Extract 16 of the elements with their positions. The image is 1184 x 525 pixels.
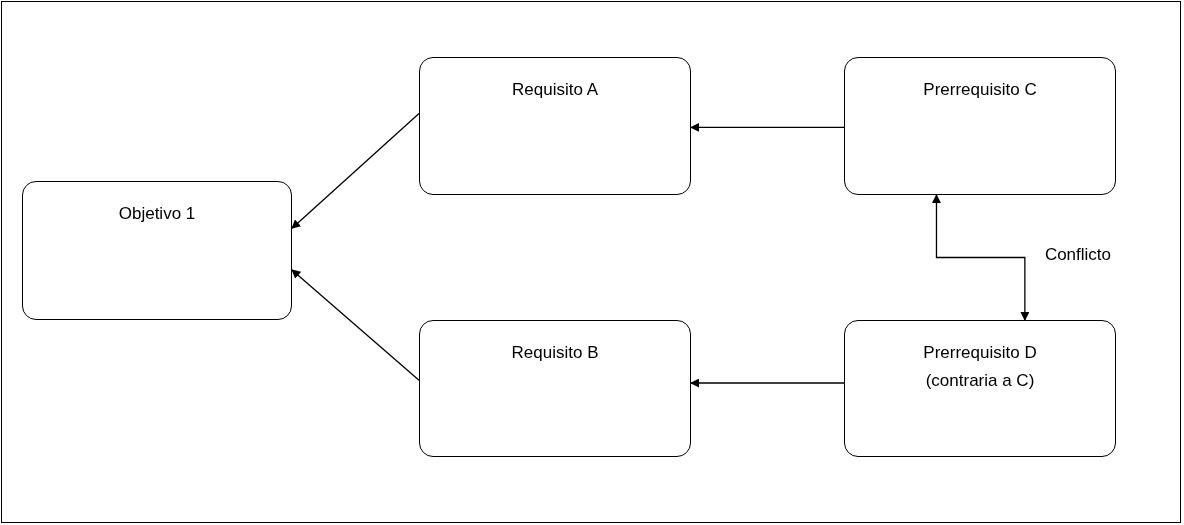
- process-box: [419, 320, 691, 457]
- arrow: [291, 269, 420, 381]
- process-box: [22, 181, 292, 320]
- arrow: [690, 378, 845, 388]
- process-box: [844, 57, 1116, 195]
- arrow: [932, 194, 1030, 321]
- box-label: Objetivo 1: [118, 203, 196, 225]
- arrow: [291, 112, 420, 229]
- box-label: Prerrequisito C: [923, 79, 1037, 101]
- process-box: [419, 57, 691, 195]
- box-label: Prerrequisito D: [923, 342, 1037, 364]
- box-label: (contraria a C): [925, 370, 1035, 392]
- box-label: Requisito B: [511, 342, 599, 364]
- box-label: Requisito A: [512, 79, 598, 101]
- arrow: [690, 122, 845, 132]
- process-box: [844, 320, 1116, 457]
